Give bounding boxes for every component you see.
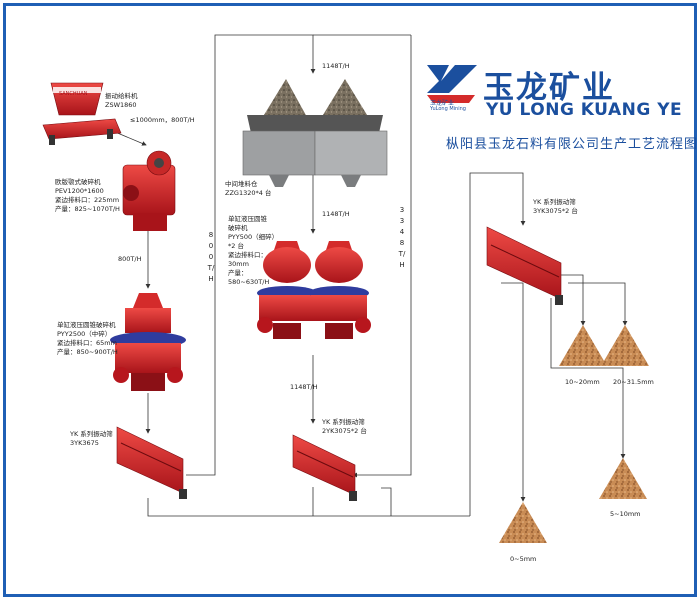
- screen2-line-1: YK 系列振动筛: [322, 418, 365, 426]
- cone-crusher-1-label: 单缸液压圆锥破碎机 PYY2500（中碎） 紧边排料口：65mm 产量：850~…: [57, 321, 118, 357]
- screen3-line-1: YK 系列振动筛: [533, 198, 576, 206]
- jaw-line-1: 欧版颚式破碎机: [55, 178, 101, 186]
- jaw-crusher-label: 欧版颚式破碎机 PEV1200*1600 紧边排料口：225mm 产量：825~…: [55, 178, 120, 214]
- vibrating-screen-2-graphic: [292, 434, 357, 501]
- diagram-subtitle: 枞阳县玉龙石料有限公司生产工艺流程图: [446, 137, 699, 152]
- product-label-0-5: 0~5mm: [510, 555, 537, 563]
- diagram-frame: SANCHUAN: [3, 3, 697, 597]
- jaw-line-2: PEV1200*1600: [55, 187, 104, 195]
- flow-1148-mid-label: 1148T/H: [322, 210, 350, 218]
- feeder-note: ≤1000mm，800T/H: [130, 116, 195, 124]
- cone2-line-8: 580~630T/H: [228, 278, 270, 286]
- brand-name-en-small: YuLong Mining: [430, 106, 466, 112]
- cone2-line-3: PYY500（细碎）: [228, 233, 279, 241]
- jaw-crusher-graphic: [122, 150, 176, 231]
- cone2-line-5: 紧边排料口：: [228, 251, 267, 259]
- cone2-line-7: 产量：: [228, 269, 248, 277]
- cone1-line-4: 产量：850~900T/H: [57, 348, 118, 356]
- screen-2-label: YK 系列振动筛 2YK3075*2 台: [322, 418, 367, 436]
- cone1-line-3: 紧边排料口：65mm: [57, 339, 117, 347]
- vibrating-screen-3-graphic: [486, 226, 563, 305]
- flow-1148-bot-label: 1148T/H: [290, 383, 318, 391]
- intermediate-silo-graphic: [242, 79, 388, 187]
- jaw-line-3: 紧边排料口：225mm: [55, 196, 120, 204]
- flow-800-label: 800T/H: [118, 255, 142, 263]
- product-label-5-10: 5~10mm: [610, 510, 641, 518]
- brand-logo-icon: [427, 65, 477, 103]
- product-label-10-20: 10~20mm: [565, 378, 600, 386]
- feeder-plate-label: SANCHUAN: [59, 91, 88, 97]
- screen1-line-2: 3YK3675: [70, 439, 99, 447]
- screen-3-label: YK 系列振动筛 3YK3075*2 台: [533, 198, 578, 216]
- cone1-line-1: 单缸液压圆锥破碎机: [57, 321, 116, 329]
- vibrating-feeder-graphic: [42, 82, 122, 145]
- outer-border: [3, 3, 697, 597]
- cone2-line-6: 30mm: [228, 260, 249, 268]
- screen-1-label: YK 系列振动筛 3YK3675: [70, 430, 113, 448]
- cone-crusher-2-graphic: [257, 241, 371, 339]
- brand-name-cn: 玉龙矿业: [483, 70, 615, 106]
- flow-1148-top-label: 1148T/H: [322, 62, 350, 70]
- jaw-line-4: 产量：825~1070T/H: [55, 205, 120, 213]
- silo-line-1: 中间堆料仓: [225, 180, 258, 188]
- cone2-line-4: *2 台: [228, 242, 244, 250]
- flow-lines: [107, 34, 628, 517]
- silo-line-2: ZZG1320*4 台: [225, 189, 272, 197]
- flow-canvas: SANCHUAN: [3, 3, 697, 597]
- flow-3348-vertical-label: 3348T/H: [398, 206, 406, 269]
- cone1-line-2: PYY2500（中碎）: [57, 330, 112, 338]
- product-pile-0-5: [499, 502, 547, 543]
- product-label-20-31: 20~31.5mm: [613, 378, 654, 386]
- silo-label: 中间堆料仓 ZZG1320*4 台: [225, 180, 271, 198]
- cone-crusher-1-graphic: [110, 293, 186, 391]
- feeder-model: ZSW1860: [105, 101, 137, 109]
- cone2-line-2: 破碎机: [228, 224, 248, 232]
- screen1-line-1: YK 系列振动筛: [70, 430, 113, 438]
- cone-crusher-2-label: 单缸液压圆锥 破碎机 PYY500（细碎） *2 台 紧边排料口： 30mm 产…: [228, 215, 278, 287]
- feeder-name: 振动给料机: [105, 92, 138, 100]
- screen3-line-2: 3YK3075*2 台: [533, 207, 578, 215]
- vibrating-screen-1-graphic: [116, 426, 187, 499]
- feeder-label: 振动给料机 ZSW1860: [105, 92, 138, 110]
- cone2-line-1: 单缸液压圆锥: [228, 215, 267, 223]
- product-pile-20-31: [601, 325, 649, 366]
- product-pile-10-20: [559, 325, 607, 366]
- brand-name-pinyin: YU LONG KUANG YE: [486, 100, 683, 120]
- product-pile-5-10: [599, 458, 647, 499]
- flow-800-vertical-label: 800T/H: [207, 231, 215, 283]
- brand-logo-cn-small: 玉龙矿业: [430, 100, 455, 107]
- screen2-line-2: 2YK3075*2 台: [322, 427, 367, 435]
